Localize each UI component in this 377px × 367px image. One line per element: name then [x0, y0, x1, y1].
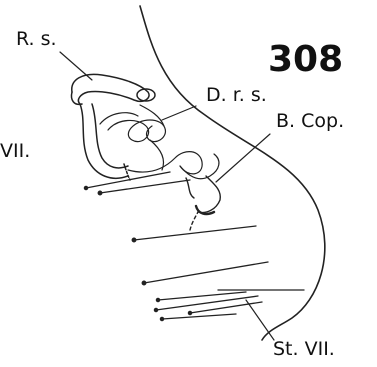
figure-number: 308 — [268, 42, 343, 78]
label-drs: D. r. s. — [206, 86, 267, 105]
label-vii: VII. — [0, 142, 30, 161]
bursa-copulatrix — [186, 176, 220, 230]
label-bcop: B. Cop. — [276, 112, 344, 131]
setae — [84, 172, 304, 321]
label-stvii: St. VII. — [273, 340, 335, 359]
label-rs: R. s. — [16, 30, 57, 49]
receptaculum-seminis — [71, 74, 155, 180]
